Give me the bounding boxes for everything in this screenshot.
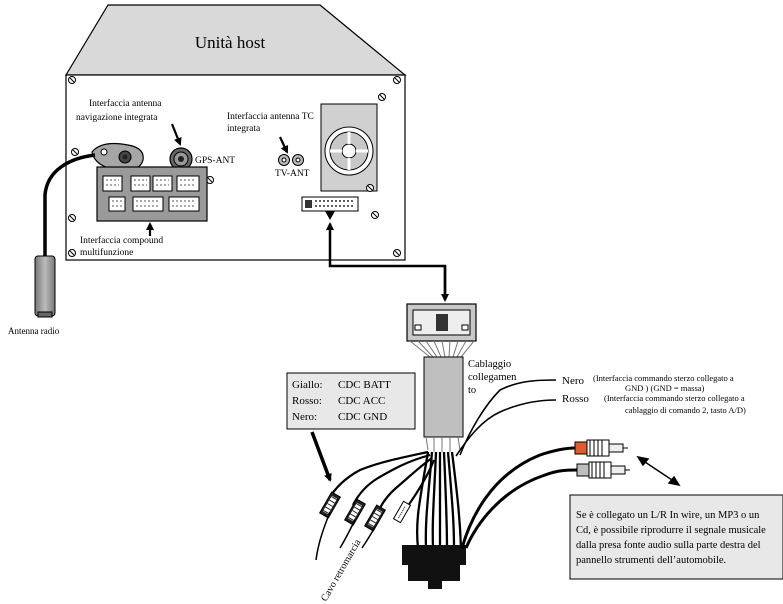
compound-label-1: Interfaccia compound <box>80 235 163 246</box>
harness-label-3: to <box>468 385 476 396</box>
cdc-info-box: Giallo: CDC BATT Rosso: CDC ACC Nero: CD… <box>286 372 416 430</box>
screw-icon <box>206 176 214 184</box>
screw-icon <box>393 249 401 257</box>
steering-wires <box>455 379 557 457</box>
rca-red-plug <box>574 439 628 457</box>
cdc-row-signal: CDC GND <box>338 411 387 423</box>
rosso-wire-desc-1: (Interfaccia commando sterzo collegato a <box>604 393 745 403</box>
audio-info-line-1: Se è collegato un L/R In wire, un MP3 o … <box>576 510 760 521</box>
screw-icon <box>68 76 76 84</box>
fuse-holder <box>392 500 412 524</box>
rca-cables <box>460 446 578 549</box>
rca-white-plug <box>576 461 630 479</box>
audio-info-line-4: pannello strumenti dell’automobile. <box>576 555 726 566</box>
screw-icon <box>378 93 386 101</box>
rosso-wire-label: Rosso <box>562 393 589 405</box>
harness-fan-wires <box>409 340 475 358</box>
audio-info-line-3: dalla presa fonte audio sulla parte dest… <box>576 540 761 551</box>
tv-ant-label: TV-ANT <box>275 169 310 179</box>
gps-antenna-socket <box>169 147 193 171</box>
nero-wire-desc-2: GND ) (GND = massa) <box>625 383 705 393</box>
arrow-icon <box>170 123 182 146</box>
screw-icon <box>371 211 379 219</box>
tv-antenna-label-1: Interfaccia antenna TC <box>227 111 314 122</box>
screw-icon <box>71 148 79 156</box>
cdc-row-signal: CDC BATT <box>338 379 391 391</box>
cdc-plug <box>318 491 342 519</box>
audio-info-box: Se è collegato un L/R In wire, un MP3 o … <box>569 494 783 580</box>
harness-port <box>301 196 359 220</box>
nav-antenna-label-1: Interfaccia antenna <box>89 98 162 109</box>
double-arrow-icon <box>636 455 681 487</box>
gps-ant-label: GPS-ANT <box>195 156 235 166</box>
tv-antenna-label-2: integrata <box>227 124 261 134</box>
arrow-icon <box>279 136 289 154</box>
bottom-wires <box>415 451 463 549</box>
cdc-wires <box>327 450 436 513</box>
harness-label-2: collegamen <box>468 372 517 383</box>
arrow-icon <box>310 431 332 482</box>
screw-icon <box>68 249 76 257</box>
antenna-radio-cable <box>34 153 96 318</box>
host-unit: Unità host Interfaccia antenna navigazio… <box>64 4 407 261</box>
host-unit-title: Unità host <box>195 33 266 52</box>
cdc-plug <box>343 498 367 526</box>
screw-icon <box>366 184 374 192</box>
cdc-row-color: Rosso: <box>292 395 322 407</box>
harness-label-1: Cablaggio <box>468 359 511 370</box>
nero-wire-label: Nero <box>562 375 584 387</box>
tv-antenna-socket <box>278 154 304 166</box>
nero-wire-desc-1: (Interfaccia commando sterzo collegato a <box>593 373 734 383</box>
cdc-plug <box>363 504 387 532</box>
harness-connector <box>406 303 477 342</box>
audio-info-line-2: Cd, è possibile riprodurre il segnale mu… <box>576 525 766 536</box>
cdc-row-color: Nero: <box>292 411 317 423</box>
compound-label-2: multifunzione <box>80 247 133 258</box>
rosso-wire-desc-2: cablaggio di comando 2, tasto A/D) <box>625 405 746 415</box>
antenna-radio-label: Antenna radio <box>8 326 60 336</box>
cdc-row-signal: CDC ACC <box>338 395 385 407</box>
nav-antenna-label-2: navigazione integrata <box>76 113 158 123</box>
cdc-row-color: Giallo: <box>292 379 323 391</box>
fan-icon <box>320 103 378 192</box>
compound-connector <box>96 166 208 222</box>
harness-sleeve <box>423 356 464 438</box>
screw-icon <box>68 214 76 222</box>
bottom-connector <box>402 545 466 589</box>
screw-icon <box>393 76 401 84</box>
